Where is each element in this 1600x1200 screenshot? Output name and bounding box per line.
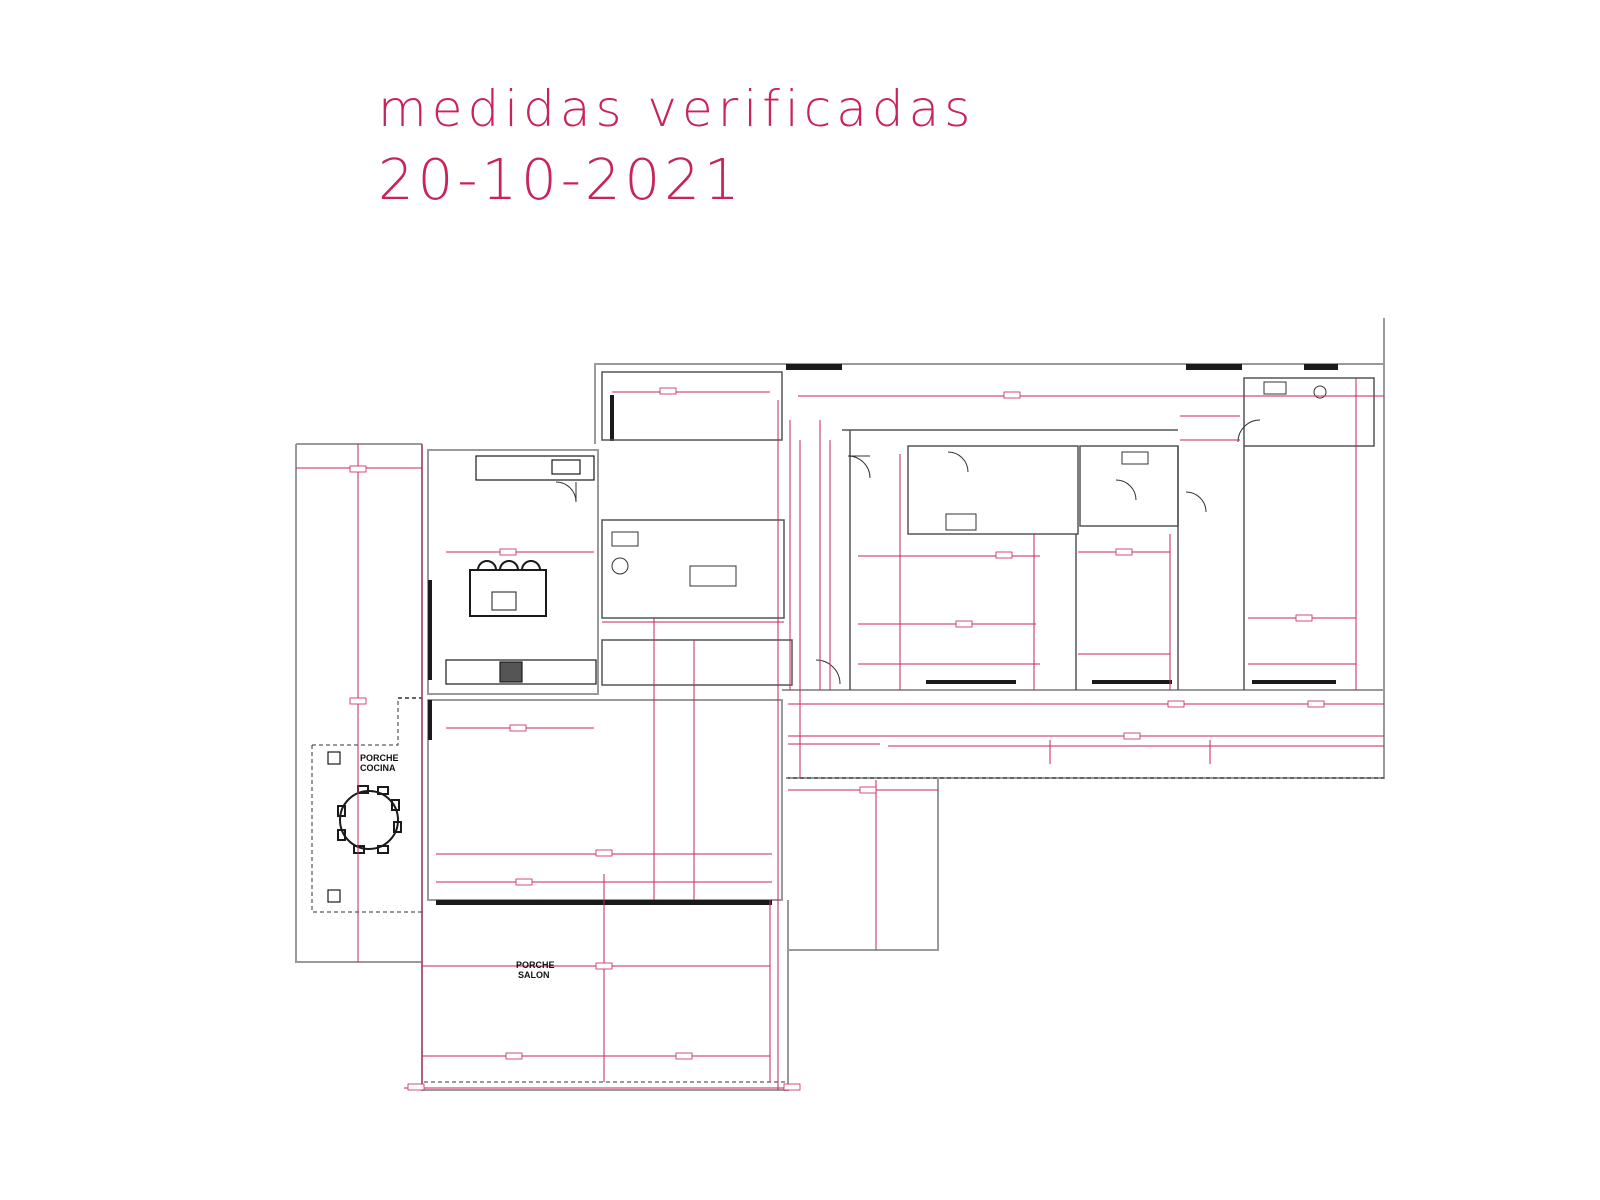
porche-salon-label-2: SALON (518, 970, 550, 980)
windows (428, 364, 1338, 905)
porch-dashed (311, 697, 1384, 1083)
porche-cocina-label-1: PORCHE (360, 753, 399, 763)
title-text: medidas verificadas (378, 80, 976, 138)
kitchen-counter (445, 455, 597, 685)
date-text: 20-10-2021 (378, 148, 744, 213)
columns (327, 751, 341, 903)
kitchen-island (469, 560, 547, 617)
interior-walls (601, 371, 1375, 690)
dining-table (337, 785, 402, 854)
porche-salon-label-1: PORCHE (516, 960, 555, 970)
porche-cocina-label-2: COCINA (360, 763, 396, 773)
dimension-tags (349, 387, 1325, 1091)
bath-fixtures (611, 381, 1327, 587)
dimension-lines (296, 378, 1384, 1090)
walls (295, 318, 1385, 1091)
